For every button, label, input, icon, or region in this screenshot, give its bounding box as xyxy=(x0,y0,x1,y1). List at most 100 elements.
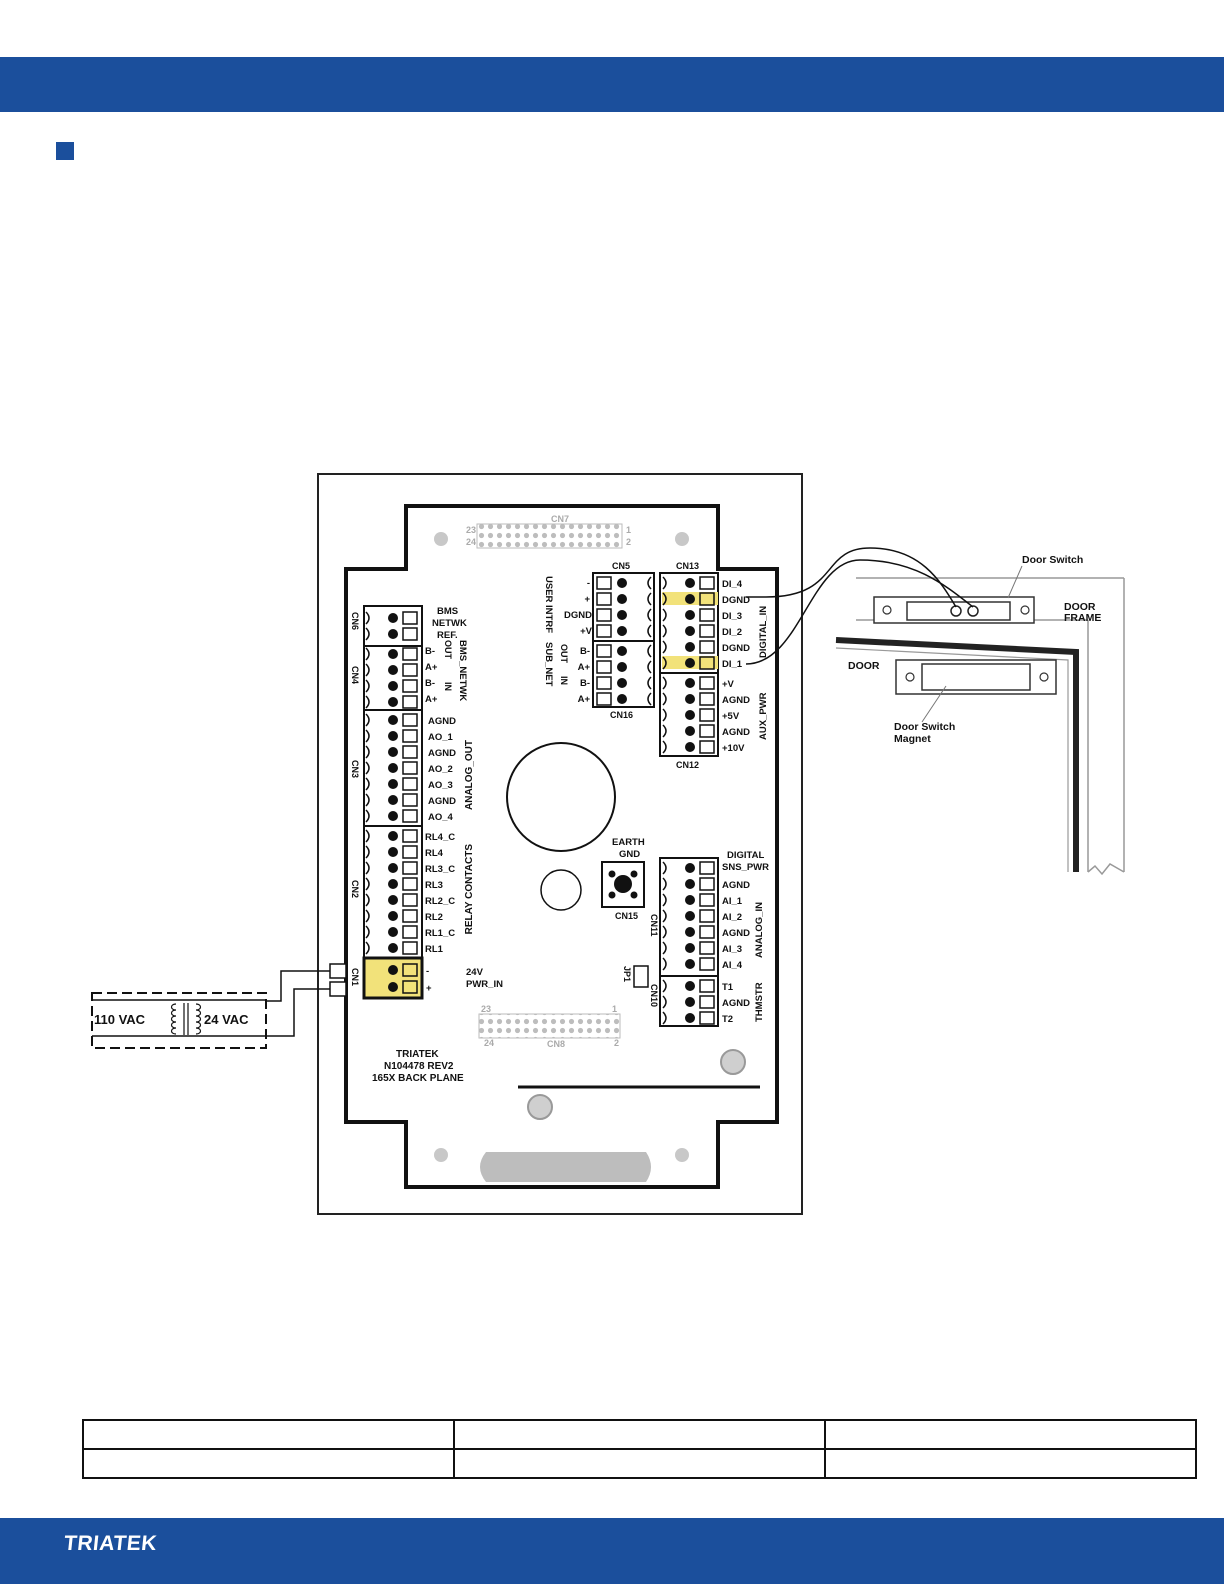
cn11-pin-1: AGND xyxy=(722,880,750,891)
cn11-label: CN11 xyxy=(649,914,659,937)
cn11-pin-5: AI_3 xyxy=(722,944,742,955)
cn3-pin-4: AO_2 xyxy=(428,764,453,775)
cn8-header: CN8 23 24 1 2 xyxy=(478,1004,621,1049)
sub-net-label: SUB_NET xyxy=(543,642,554,687)
spec-table xyxy=(82,1419,1197,1479)
cn10-pin-1: T1 xyxy=(722,982,734,993)
triatek-logo: TRIATEK xyxy=(62,1532,159,1555)
cn15-label: CN15 xyxy=(615,911,638,921)
cn2-pin-1: RL4_C xyxy=(425,832,455,843)
cn7-pin2: 2 xyxy=(626,537,631,547)
cn2-pin-8: RL1 xyxy=(425,944,444,955)
cn12-pin-4: AGND xyxy=(722,727,750,738)
cn5-pin-4: +V xyxy=(580,626,593,637)
table-cell xyxy=(82,1448,455,1479)
cn5-label: CN5 xyxy=(612,561,630,571)
cn8-pin23: 23 xyxy=(481,1004,491,1014)
cn10-pin-2: AGND xyxy=(722,998,750,1009)
cn16-pin-1: B- xyxy=(580,646,590,657)
cn4-pin-3: B- xyxy=(425,678,435,689)
vac24-label: 24 VAC xyxy=(204,1012,249,1027)
bms-netwk-label: BMS_NETWK xyxy=(457,640,468,701)
board-label-line2: N104478 REV2 xyxy=(384,1061,454,1072)
cn2-pin-5: RL2_C xyxy=(425,896,455,907)
cn4-pin-4: A+ xyxy=(425,694,438,705)
section-marker xyxy=(56,142,74,160)
table-cell xyxy=(82,1419,455,1450)
user-intrf-label: USER INTRF xyxy=(543,576,554,633)
table-row xyxy=(82,1419,1197,1450)
cn13-pin-2: DGND xyxy=(722,595,750,606)
cn1-label: CN1 xyxy=(350,968,360,986)
cn4-pin-2: A+ xyxy=(425,662,438,673)
cn8-pin2: 2 xyxy=(614,1038,619,1048)
cn13-pin-1: DI_4 xyxy=(722,579,743,590)
header-bar xyxy=(0,57,1224,112)
cn10-label: CN10 xyxy=(649,984,659,1007)
table-cell xyxy=(824,1448,1197,1479)
cn12-pin-2: AGND xyxy=(722,695,750,706)
cn3-pin-6: AGND xyxy=(428,796,456,807)
cn8-label: CN8 xyxy=(547,1039,565,1049)
digital-in-label: DIGITAL_IN xyxy=(758,606,769,658)
cn3-pin-3: AGND xyxy=(428,748,456,759)
bms-label-line3: REF. xyxy=(437,630,458,641)
cn13-pin-3: DI_3 xyxy=(722,611,742,622)
bms-in-label: IN xyxy=(443,682,453,691)
bms-label-line2: NETWK xyxy=(432,618,467,629)
cn5-pin-2: + xyxy=(584,594,590,605)
cn7-pin1: 1 xyxy=(626,525,631,535)
door-switch-label: Door Switch xyxy=(1022,554,1083,566)
digital-label: DIGITAL xyxy=(727,850,764,861)
cn13-label: CN13 xyxy=(676,561,699,571)
table-row xyxy=(82,1448,1197,1479)
cn11-pin-2: AI_1 xyxy=(722,896,743,907)
door-frame-label-line2: FRAME xyxy=(1064,612,1101,624)
cn16-pin-3: B- xyxy=(580,678,590,689)
cn15-earth-gnd: EARTH GND CN15 xyxy=(601,837,645,921)
cn5-pin-1: - xyxy=(587,578,590,589)
aux-pwr-label: AUX_PWR xyxy=(758,692,769,740)
cn16-label: CN16 xyxy=(610,710,633,720)
cn13-pin-5: DGND xyxy=(722,643,750,654)
thmstr-label: THMSTR xyxy=(754,982,765,1022)
cn11-pin-3: AI_2 xyxy=(722,912,742,923)
left-terminal-strip xyxy=(362,605,424,1000)
footer-bar xyxy=(0,1518,1224,1584)
sns-pwr-label: SNS_PWR xyxy=(722,862,769,873)
cn7-label: CN7 xyxy=(551,514,569,524)
cn11-cn10-terminal: DIGITAL SNS_PWR AGND AI_1 AI_2 AGND AI_3… xyxy=(649,850,769,1027)
door-label: DOOR xyxy=(848,660,880,672)
cn2-pin-7: RL1_C xyxy=(425,928,455,939)
bms-out-label: OUT xyxy=(443,640,453,660)
cn8-pin24: 24 xyxy=(484,1038,494,1048)
table-cell xyxy=(453,1448,826,1479)
cn13-cn12-terminal: CN13 CN12 DI_4 DGND DI_3 DI_2 DGND DI_1 xyxy=(659,561,769,770)
relay-contacts-label: RELAY CONTACTS xyxy=(464,844,475,935)
cn12-pin-1: +V xyxy=(722,679,735,690)
magnet-label-line1: Door Switch xyxy=(894,721,955,733)
analog-out-label: ANALOG_OUT xyxy=(464,740,475,810)
cn3-pin-5: AO_3 xyxy=(428,780,453,791)
cn11-pin-6: AI_4 xyxy=(722,960,743,971)
table-cell xyxy=(824,1419,1197,1450)
cn2-pin-6: RL2 xyxy=(425,912,443,923)
cn12-label: CN12 xyxy=(676,760,699,770)
cn3-pin-2: AO_1 xyxy=(428,732,454,743)
door-frame-label-line1: DOOR xyxy=(1064,601,1096,613)
cn16-pin-4: A+ xyxy=(578,694,591,705)
cn7-pin23: 23 xyxy=(466,525,476,535)
subnet-out-label: OUT xyxy=(559,644,569,664)
earth-label: EARTH xyxy=(612,837,645,848)
cn5-cn16-terminal: CN5 CN16 - + DGND +V B- A+ B- A+ USER IN… xyxy=(543,561,655,720)
cn8-pin1: 1 xyxy=(612,1004,617,1014)
cn2-pin-3: RL3_C xyxy=(425,864,455,875)
cn2-pin-4: RL3 xyxy=(425,880,443,891)
subnet-in-label: IN xyxy=(559,676,569,685)
board-label-line1: TRIATEK xyxy=(396,1049,439,1060)
cn3-label: CN3 xyxy=(350,760,360,778)
magnet-label-line2: Magnet xyxy=(894,733,931,745)
cn1-pin-minus: - xyxy=(426,966,429,977)
cn10-pin-3: T2 xyxy=(722,1014,733,1025)
